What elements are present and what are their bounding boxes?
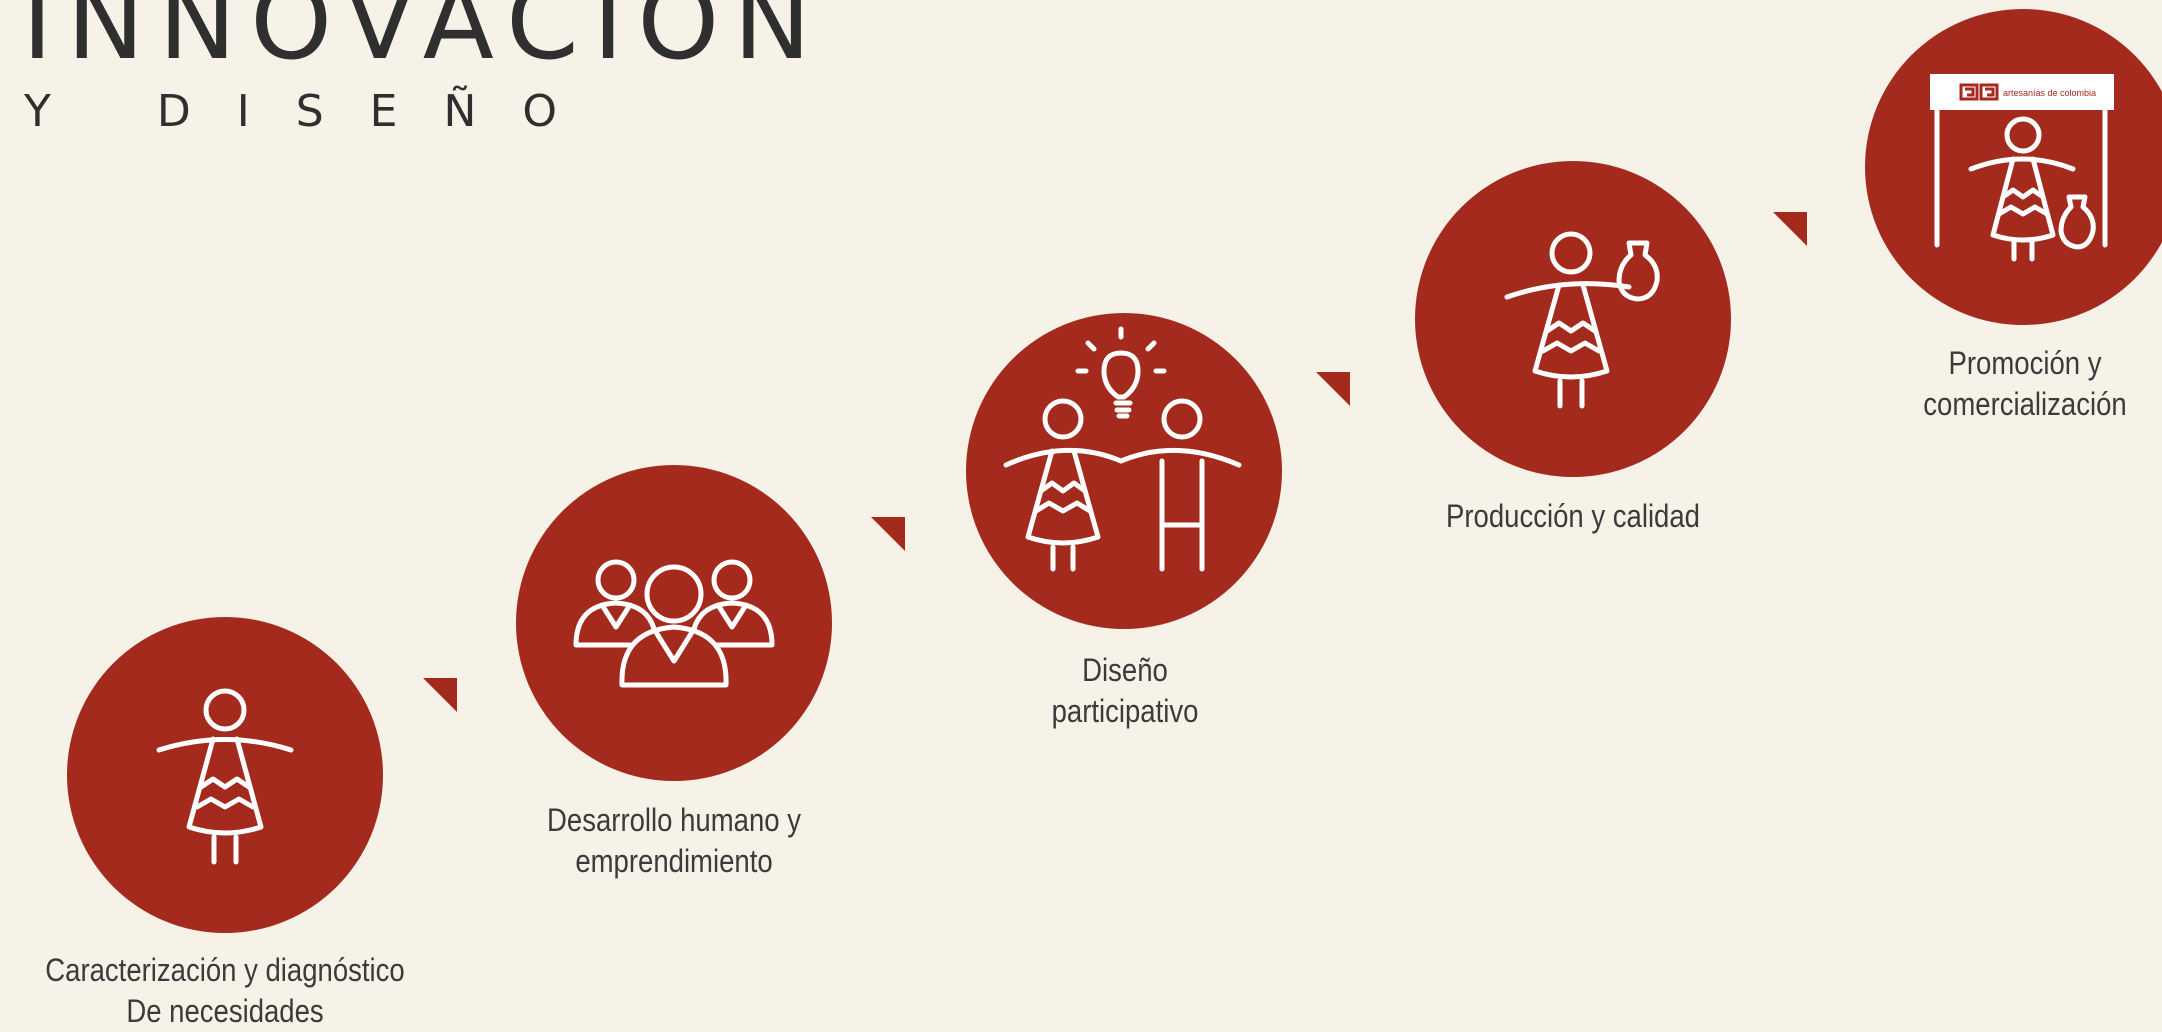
page-subtitle: Y DISEÑO — [24, 86, 603, 137]
step-1-label: Caracterización y diagnóstico De necesid… — [45, 952, 405, 1029]
artisan-woman-icon — [156, 688, 294, 865]
step-5-circle: artesanías de colombia — [1865, 9, 2162, 325]
market-stand-icon: artesanías de colombia — [1930, 74, 2114, 262]
step-2-circle — [516, 465, 832, 781]
step-5-label: Promoción y comercialización — [1923, 345, 2127, 422]
stand-sign: artesanías de colombia — [2003, 88, 2096, 98]
artesanias-logo-icon — [1959, 83, 1999, 101]
step-3-circle — [966, 313, 1282, 629]
step-arrow-1 — [423, 678, 457, 712]
artisan-with-pot-icon — [1504, 231, 1660, 409]
step-4-circle — [1415, 161, 1731, 477]
step-2-label: Desarrollo humano y emprendimiento — [547, 802, 801, 879]
co-design-lightbulb-icon — [1003, 326, 1242, 572]
page-title: INNOVACIÓN — [22, 0, 826, 83]
step-3-label: Diseño participativo — [1051, 652, 1199, 729]
step-arrow-2 — [871, 517, 905, 551]
step-4-label: Producción y calidad — [1446, 498, 1700, 534]
step-1-circle — [67, 617, 383, 933]
step-arrow-3 — [1316, 372, 1350, 406]
people-group-icon — [573, 559, 775, 688]
step-arrow-4 — [1773, 212, 1807, 246]
